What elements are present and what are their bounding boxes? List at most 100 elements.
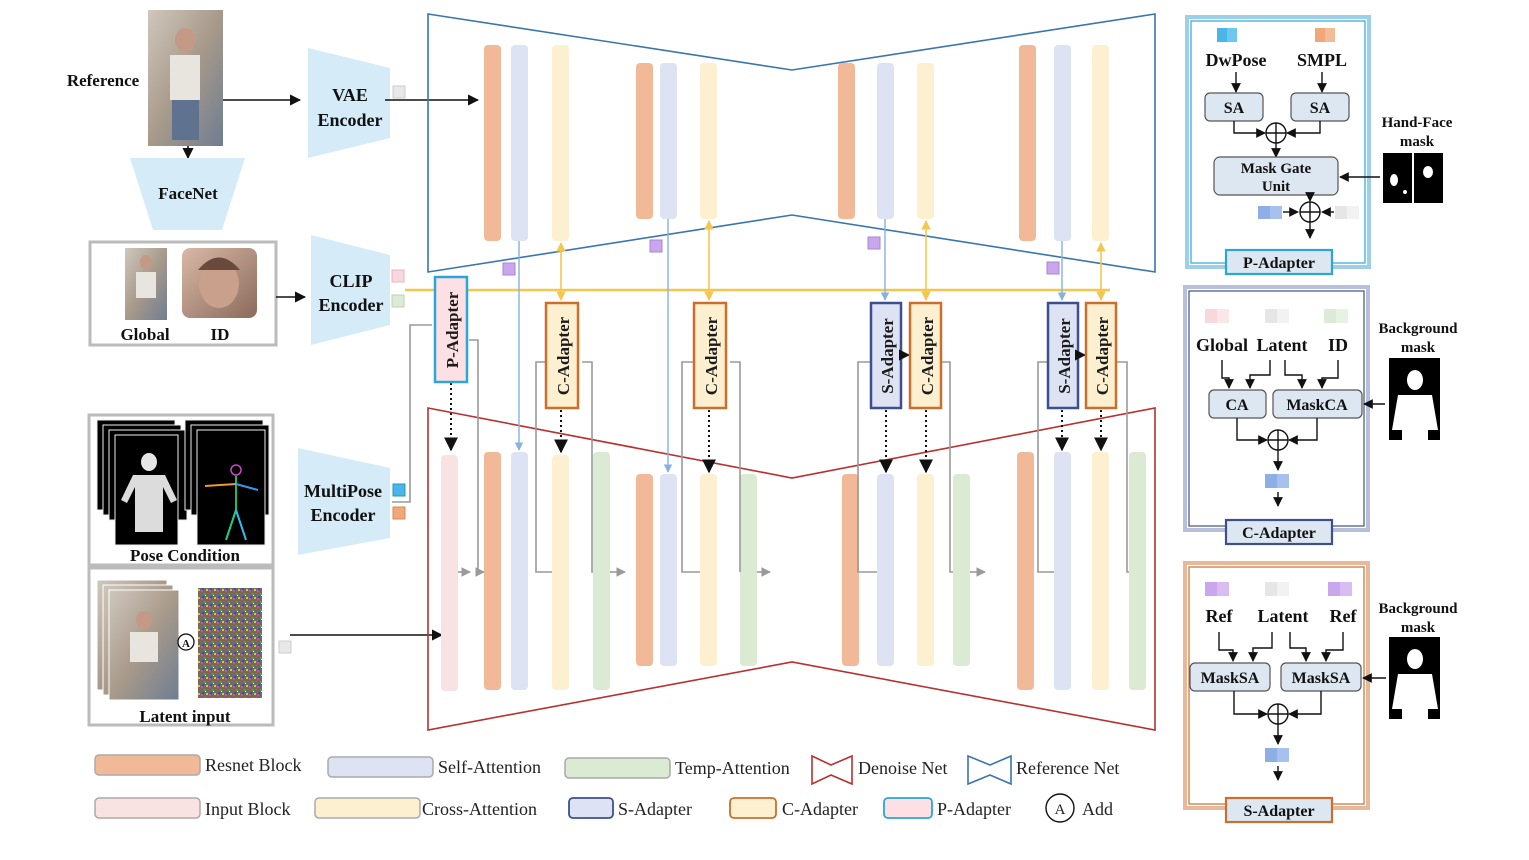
c-adapter-box-1: C-Adapter xyxy=(544,301,580,410)
clip-global-token xyxy=(391,269,405,283)
s-background-mask-line1: Background xyxy=(1379,601,1459,617)
clip-id-token xyxy=(391,294,405,308)
p-adapter-label: P-Adapter xyxy=(443,291,462,368)
hand-face-mask-line1: Hand-Face xyxy=(1382,115,1453,131)
reference-net-outline xyxy=(427,13,1156,273)
legend-p-adapter-swatch xyxy=(883,797,933,819)
s-adapter-box-1: S-Adapter xyxy=(869,301,903,410)
vae-encoder-line2: Encoder xyxy=(318,110,383,130)
face-input-box xyxy=(88,240,278,347)
c-global-label: Global xyxy=(1196,335,1248,355)
c-background-mask-line2: mask xyxy=(1401,340,1436,356)
clip-encoder-line1: CLIP xyxy=(329,271,372,291)
c-adapter-box-3: C-Adapter xyxy=(908,301,943,410)
latent-input-box xyxy=(87,566,275,727)
p-panel-title: P-Adapter xyxy=(1243,255,1315,272)
add-operator xyxy=(177,633,195,651)
c-background-mask-image xyxy=(1389,358,1440,440)
cross-attention-links xyxy=(556,220,1106,301)
c-panel-title: C-Adapter xyxy=(1242,525,1316,542)
maskca-label: MaskCA xyxy=(1286,397,1348,414)
legend-self-attention-label: Self-Attention xyxy=(438,757,541,777)
c-latent-label: Latent xyxy=(1257,335,1308,355)
add-operator-symbol: A xyxy=(182,638,190,650)
legend-temp-attention-label: Temp-Attention xyxy=(675,758,790,778)
latent-frames xyxy=(96,579,180,701)
vae-encoder-line1: VAE xyxy=(332,85,368,105)
legend-denoise-label: Denoise Net xyxy=(858,758,947,778)
facenet-label: FaceNet xyxy=(158,184,218,203)
legend-cross-attention-swatch xyxy=(314,797,421,819)
hand-face-mask-image xyxy=(1383,153,1443,203)
c-background-mask-line1: Background xyxy=(1379,321,1459,337)
legend-s-adapter-label: S-Adapter xyxy=(618,799,692,819)
mask-gate-line1: Mask Gate xyxy=(1241,161,1312,177)
legend-add-symbol: A xyxy=(1055,802,1066,818)
vae-encoder-block xyxy=(308,48,390,158)
id-label: ID xyxy=(211,325,230,344)
smpl-pose-frames xyxy=(96,419,188,546)
legend-add-icon xyxy=(1045,793,1075,823)
legend-c-adapter-label: C-Adapter xyxy=(782,799,858,819)
clip-encoder-line2: Encoder xyxy=(319,295,384,315)
latent-input-label: Latent input xyxy=(139,707,230,726)
reference-net-blocks xyxy=(484,45,1109,241)
sa-label-left: SA xyxy=(1224,100,1245,117)
clip-encoder-block xyxy=(311,235,390,345)
global-label: Global xyxy=(120,325,169,344)
legend-resnet-swatch xyxy=(94,754,201,776)
reference-feature-tokens xyxy=(502,236,1060,276)
latent-token xyxy=(278,640,292,654)
c-adapter-label-2: C-Adapter xyxy=(702,316,721,395)
ca-label: CA xyxy=(1225,397,1249,414)
legend-p-adapter-label: P-Adapter xyxy=(937,799,1011,819)
c-id-label: ID xyxy=(1328,335,1348,355)
s-adapter-box-2: S-Adapter xyxy=(1046,301,1080,410)
hand-face-mask-line2: mask xyxy=(1400,134,1435,150)
s-latent-label: Latent xyxy=(1258,606,1309,626)
s-ref-label-left: Ref xyxy=(1206,606,1234,626)
legend-resnet-label: Resnet Block xyxy=(205,755,302,775)
c-adapter-label-3: C-Adapter xyxy=(918,316,937,395)
mask-gate-line2: Unit xyxy=(1262,179,1290,195)
s-background-mask-image xyxy=(1389,637,1440,719)
legend-self-attention-swatch xyxy=(327,756,434,778)
legend-temp-attention-swatch xyxy=(564,757,671,779)
s-background-mask-line2: mask xyxy=(1401,620,1436,636)
multipose-encoder-line2: Encoder xyxy=(311,505,376,525)
adapter-injection-links xyxy=(444,383,1108,474)
s-adapter-label-1: S-Adapter xyxy=(878,318,897,394)
smpl-token xyxy=(392,506,406,520)
legend-denoise-icon xyxy=(811,754,853,786)
dwpose-label: DwPose xyxy=(1206,50,1267,70)
masksa-label-left: MaskSA xyxy=(1201,670,1260,687)
smpl-label: SMPL xyxy=(1297,50,1347,70)
sa-label-right: SA xyxy=(1310,100,1331,117)
pose-condition-label: Pose Condition xyxy=(130,546,241,565)
multipose-encoder-line1: MultiPose xyxy=(304,481,382,501)
denoise-net-outline xyxy=(427,407,1156,731)
s-panel-title: S-Adapter xyxy=(1243,803,1314,820)
dwpose-skeleton-frames xyxy=(184,419,270,546)
legend-reference-label: Reference Net xyxy=(1016,758,1119,778)
vae-token xyxy=(392,85,406,99)
legend-reference-icon xyxy=(967,754,1012,786)
legend-input-block-swatch xyxy=(94,797,201,819)
reference-label: Reference xyxy=(67,71,140,90)
c-adapter-panel: Global Latent ID CA MaskCA C-Adapter xyxy=(1183,285,1385,546)
p-adapter-box: P-Adapter xyxy=(433,275,469,384)
facenet-block xyxy=(130,158,245,230)
pose-condition-box xyxy=(87,413,275,567)
legend-s-adapter-swatch xyxy=(568,797,614,819)
id-face-image xyxy=(182,248,257,318)
c-adapter-label-4: C-Adapter xyxy=(1093,316,1112,395)
s-adapter-panel: Ref Latent Ref MaskSA MaskSA S-Adapter xyxy=(1183,561,1386,824)
legend: Resnet Block Self-Attention Temp-Attenti… xyxy=(94,754,1119,823)
s-ref-label-right: Ref xyxy=(1330,606,1358,626)
c-adapter-box-4: C-Adapter xyxy=(1084,301,1118,410)
legend-add-label: Add xyxy=(1082,799,1113,819)
noise-image xyxy=(198,588,262,698)
dwpose-token xyxy=(392,483,406,497)
denoise-net-blocks xyxy=(441,452,1146,691)
